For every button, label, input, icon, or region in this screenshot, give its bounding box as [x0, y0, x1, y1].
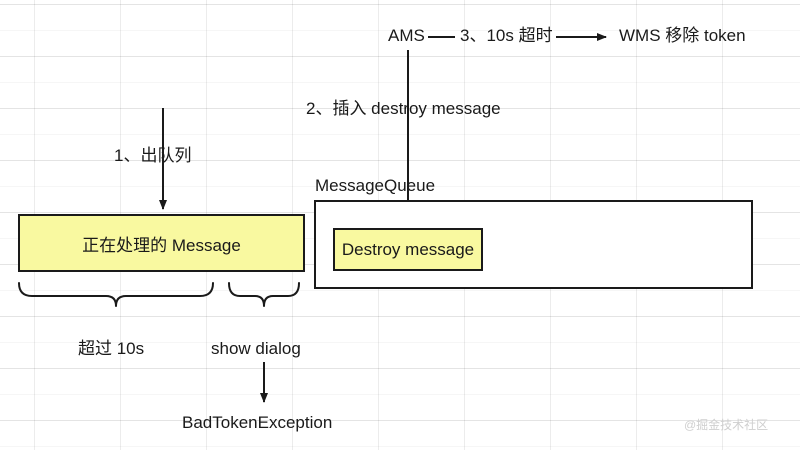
brace-over-10s — [18, 282, 214, 307]
edge-label-dequeue: 1、出队列 — [114, 146, 192, 165]
edge-label-insert-destroy-message: 2、插入 destroy message — [306, 99, 501, 118]
message-queue-title: MessageQueue — [315, 176, 436, 195]
watermark: @掘金技术社区 — [684, 418, 769, 432]
message-queue-box — [314, 200, 753, 289]
node-ams-label: AMS — [388, 26, 425, 45]
processing-message-box: 正在处理的 Message — [18, 214, 305, 272]
brace-label-over-10s: 超过 10s — [78, 339, 145, 358]
outcome-exception-label: BadTokenException — [182, 413, 333, 432]
brace-label-show-dialog: show dialog — [211, 339, 301, 358]
destroy-message-box: Destroy message — [333, 228, 483, 271]
edge-label-timeout: 3、10s 超时 — [460, 26, 553, 45]
node-wms-label: WMS 移除 token — [619, 26, 746, 45]
brace-show-dialog — [228, 282, 300, 307]
destroy-message-label: Destroy message — [341, 239, 475, 259]
processing-message-label: 正在处理的 Message — [82, 235, 241, 255]
